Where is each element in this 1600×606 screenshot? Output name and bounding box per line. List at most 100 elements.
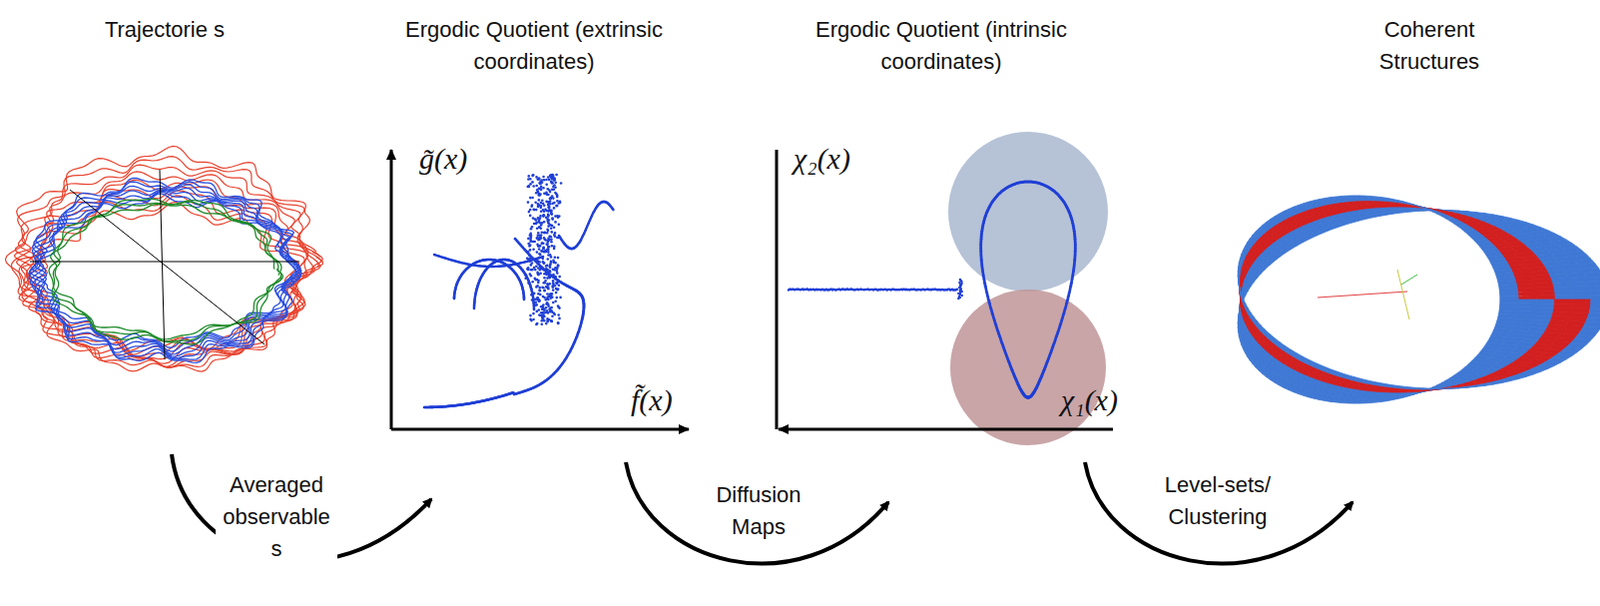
data-point bbox=[548, 309, 552, 313]
data-point bbox=[546, 283, 550, 287]
data-point bbox=[544, 238, 548, 242]
data-point bbox=[540, 286, 544, 290]
data-point bbox=[537, 225, 541, 229]
data-point bbox=[901, 288, 904, 291]
data-point bbox=[542, 178, 546, 182]
data-point bbox=[542, 276, 546, 280]
data-point bbox=[534, 323, 538, 327]
data-point bbox=[546, 298, 550, 302]
data-point bbox=[537, 308, 541, 312]
data-point bbox=[546, 320, 550, 324]
data-point bbox=[902, 288, 905, 291]
data-point bbox=[542, 289, 546, 293]
data-point bbox=[551, 267, 555, 271]
data-point bbox=[541, 311, 545, 315]
data-point bbox=[546, 253, 550, 257]
data-point bbox=[945, 288, 948, 291]
data-point bbox=[825, 288, 828, 291]
coherent-structure-band bbox=[1237, 195, 1600, 404]
data-point bbox=[556, 216, 560, 220]
data-point bbox=[544, 183, 548, 187]
data-point bbox=[546, 205, 550, 209]
data-point bbox=[531, 225, 534, 229]
data-point bbox=[549, 212, 553, 216]
data-point bbox=[532, 184, 535, 188]
data-point bbox=[552, 206, 556, 210]
data-point bbox=[875, 288, 878, 291]
data-point bbox=[558, 296, 562, 300]
data-point bbox=[555, 271, 559, 275]
data-point bbox=[557, 317, 561, 321]
data-point bbox=[547, 238, 551, 242]
data-point bbox=[913, 288, 916, 291]
data-point bbox=[542, 220, 546, 224]
data-point bbox=[541, 186, 545, 190]
data-point bbox=[859, 287, 862, 290]
data-point bbox=[558, 201, 562, 205]
data-point bbox=[540, 241, 544, 245]
data-point bbox=[528, 185, 532, 189]
data-point bbox=[793, 288, 796, 291]
data-point bbox=[810, 288, 813, 291]
data-point bbox=[544, 285, 548, 289]
data-point bbox=[545, 276, 549, 280]
data-point bbox=[545, 282, 549, 286]
data-point bbox=[531, 261, 534, 265]
data-point bbox=[536, 266, 540, 270]
data-point bbox=[550, 230, 554, 234]
data-point bbox=[552, 312, 556, 316]
data-point bbox=[549, 296, 553, 300]
data-point bbox=[536, 233, 540, 237]
data-point bbox=[531, 174, 534, 178]
data-point bbox=[541, 246, 545, 250]
data-point bbox=[537, 220, 541, 224]
data-point bbox=[538, 187, 542, 191]
data-point bbox=[534, 184, 538, 188]
data-point bbox=[531, 196, 534, 200]
data-point bbox=[955, 288, 958, 291]
frame-axis bbox=[159, 169, 165, 360]
data-point bbox=[544, 178, 548, 182]
data-point bbox=[537, 299, 541, 303]
data-point bbox=[550, 244, 554, 248]
data-point bbox=[805, 288, 808, 291]
data-point bbox=[549, 197, 553, 201]
data-point bbox=[537, 252, 541, 256]
data-point bbox=[549, 227, 553, 231]
data-point bbox=[534, 264, 538, 268]
data-point bbox=[540, 241, 544, 245]
data-point bbox=[546, 213, 550, 217]
data-point bbox=[552, 245, 556, 249]
data-point bbox=[530, 319, 534, 323]
data-point bbox=[527, 184, 531, 188]
data-point bbox=[530, 268, 534, 272]
data-point bbox=[540, 311, 544, 315]
data-point bbox=[548, 190, 552, 194]
data-point bbox=[537, 286, 541, 290]
data-point bbox=[557, 283, 561, 287]
data-point bbox=[552, 183, 556, 187]
data-point bbox=[549, 235, 553, 239]
data-point bbox=[557, 223, 561, 227]
data-point bbox=[537, 247, 541, 251]
data-point bbox=[555, 296, 559, 300]
data-point bbox=[611, 207, 615, 211]
data-point bbox=[536, 272, 540, 276]
scatter-extrinsic bbox=[423, 173, 615, 410]
data-point bbox=[535, 250, 539, 254]
data-point bbox=[556, 256, 560, 260]
data-point bbox=[550, 320, 554, 324]
data-point bbox=[836, 288, 839, 291]
data-point bbox=[532, 247, 535, 251]
data-point bbox=[553, 300, 557, 304]
data-point bbox=[553, 234, 557, 238]
data-point bbox=[542, 210, 546, 214]
data-point bbox=[611, 208, 615, 212]
data-point bbox=[551, 288, 555, 292]
data-point bbox=[558, 200, 562, 204]
data-point bbox=[545, 242, 549, 246]
data-point bbox=[550, 181, 554, 185]
data-point bbox=[545, 231, 549, 235]
data-point bbox=[939, 288, 942, 291]
